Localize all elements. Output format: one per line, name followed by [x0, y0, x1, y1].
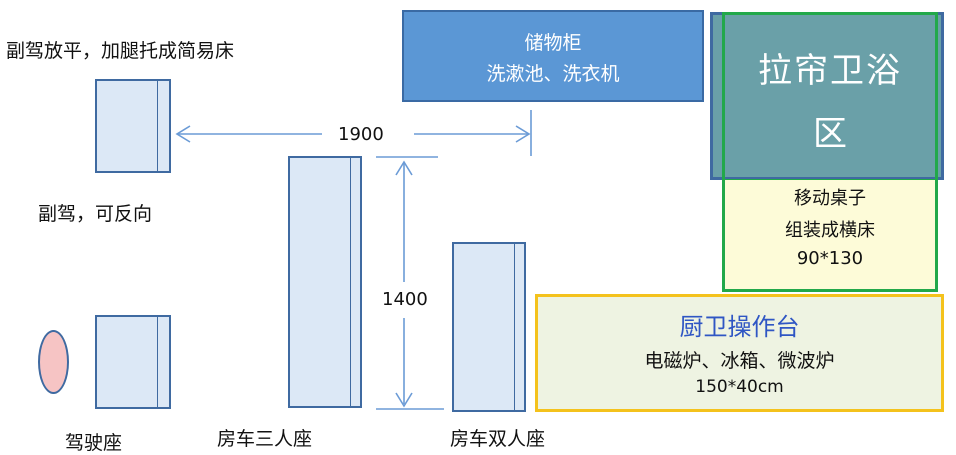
- width-arrow-right-icon: [515, 125, 531, 143]
- copilot-seat: [95, 79, 171, 173]
- storage-cabinet: 储物柜 洗漱池、洗衣机: [402, 10, 704, 102]
- two-seat-bench: [452, 242, 526, 412]
- copilot-reverse-label: 副驾，可反向: [38, 203, 153, 225]
- bath-title: 拉帘卫浴: [758, 51, 902, 91]
- height-dimension: 1400: [382, 289, 428, 310]
- width-dimension: 1900: [338, 124, 384, 145]
- movable-table: 移动桌子 组装成横床 90*130: [722, 180, 938, 292]
- storage-subtitle: 洗漱池、洗衣机: [486, 63, 620, 85]
- width-arrow-left-icon: [175, 125, 191, 143]
- bath-area: [710, 12, 944, 180]
- kitchen-counter: 厨卫操作台 电磁炉、冰箱、微波炉 150*40cm: [535, 294, 944, 412]
- table-subtitle: 组装成横床: [785, 220, 875, 241]
- three-seat-bench: [288, 156, 362, 408]
- table-title: 移动桌子: [794, 188, 866, 209]
- two-seat-label: 房车双人座: [450, 428, 546, 450]
- seat-back-line: [350, 158, 351, 406]
- kitchen-appliances: 电磁炉、冰箱、微波炉: [644, 350, 835, 372]
- seat-back-line: [514, 244, 515, 410]
- bath-title-2: 区: [813, 114, 847, 154]
- kitchen-title: 厨卫操作台: [679, 313, 800, 341]
- kitchen-size: 150*40cm: [695, 377, 784, 397]
- three-seat-label: 房车三人座: [217, 428, 313, 450]
- storage-title: 储物柜: [524, 32, 582, 54]
- driver-seat: [95, 315, 171, 409]
- bath-area-outline: 拉帘卫浴 区: [722, 12, 938, 182]
- height-arrow-up-icon: [395, 160, 413, 176]
- driver-seat-label: 驾驶座: [65, 432, 123, 454]
- copilot-flat-label: 副驾放平，加腿托成简易床: [6, 40, 235, 62]
- steering-wheel-icon: [38, 330, 69, 394]
- seat-back-line: [157, 81, 158, 171]
- seat-back-line: [157, 317, 158, 407]
- height-arrow-down-icon: [395, 392, 413, 408]
- table-size: 90*130: [796, 248, 864, 269]
